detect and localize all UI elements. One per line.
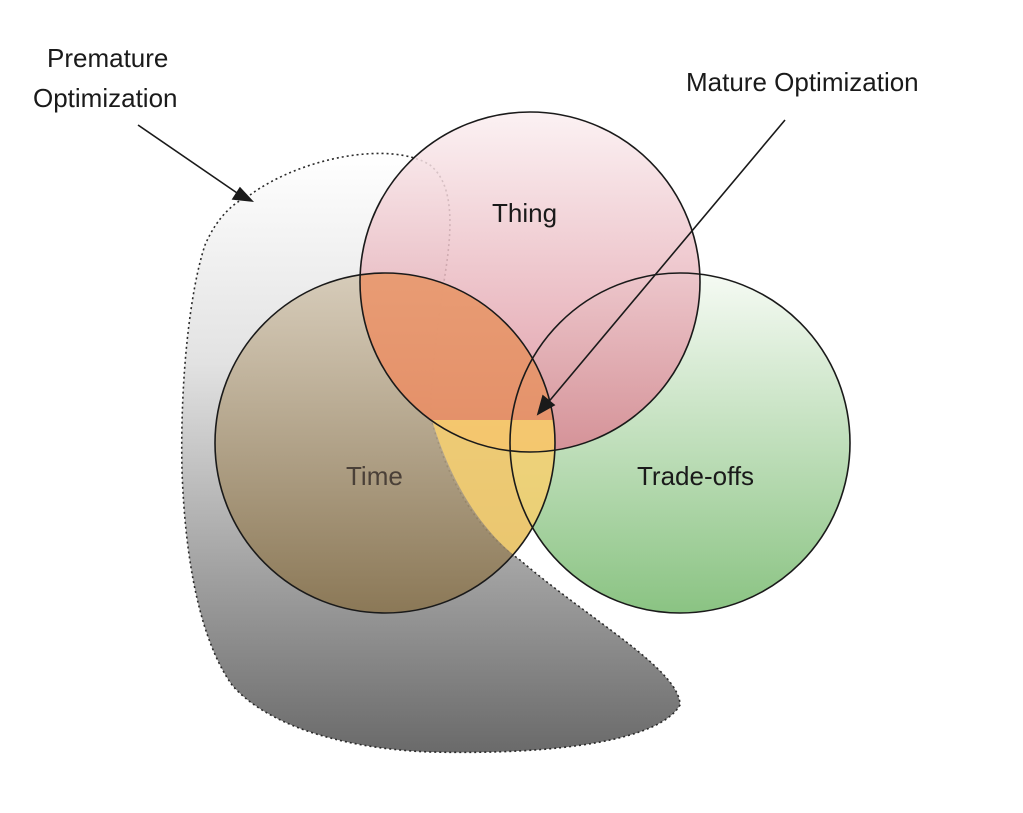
mature-arrow xyxy=(536,119,786,416)
tradeoffs-circle-outline xyxy=(509,272,851,614)
premature-label-line1: Premature xyxy=(47,43,168,73)
time-circle-outline xyxy=(214,272,556,614)
premature-arrow xyxy=(137,124,255,203)
yellow-subregion xyxy=(432,420,555,560)
thing-label: Thing xyxy=(492,198,557,228)
thing-circle-outline xyxy=(359,111,701,453)
tradeoffs-label: Trade-offs xyxy=(637,461,754,491)
time-label: Time xyxy=(346,461,403,491)
mature-label: Mature Optimization xyxy=(686,67,919,97)
premature-label-line2: Optimization xyxy=(33,83,178,113)
